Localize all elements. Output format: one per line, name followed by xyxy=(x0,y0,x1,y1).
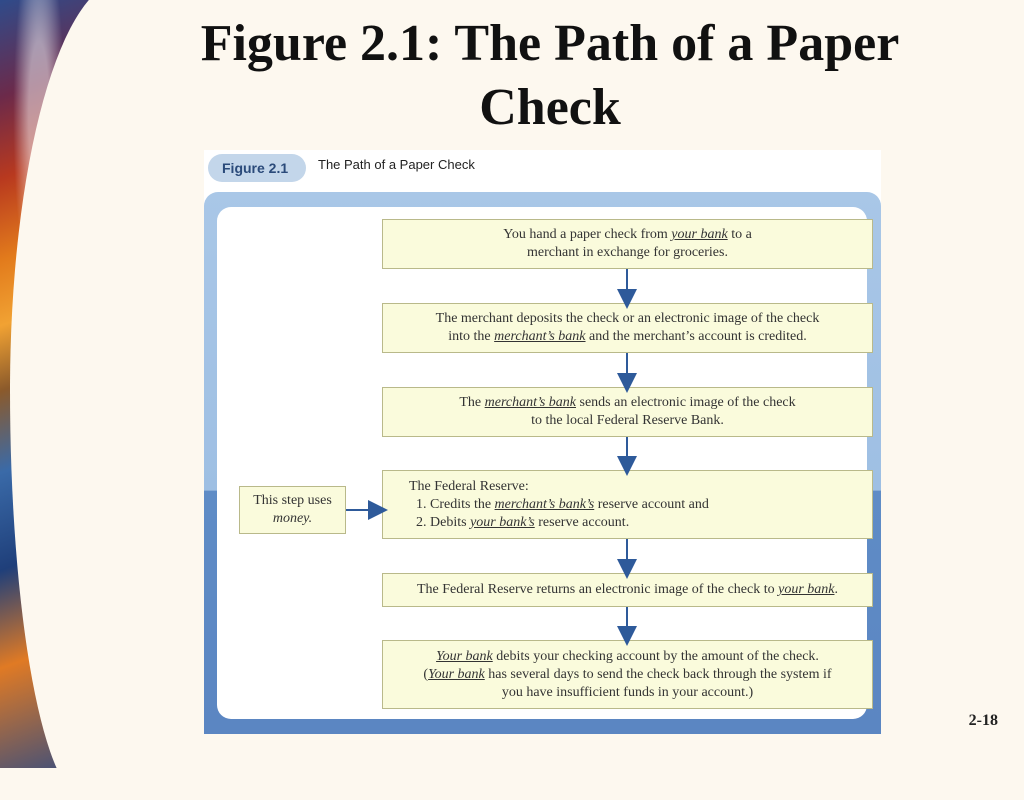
step-3-text: The merchant’s bank sends an electronic … xyxy=(391,394,864,430)
step-text-fragment: . xyxy=(834,582,839,597)
step-text-fragment: The merchant deposits the check or an el… xyxy=(435,311,820,326)
side-note-line2: money. xyxy=(272,511,313,526)
step-text-fragment: 1. Credits the xyxy=(409,496,495,512)
slide-title: Figure 2.1: The Path of a Paper Check xyxy=(200,15,900,136)
step-text-fragment: The Federal Reserve returns an electroni… xyxy=(416,582,779,597)
emphasized-term: Your bank xyxy=(428,666,485,682)
page-number: 2-18 xyxy=(968,712,998,729)
step-2-text: The merchant deposits the check or an el… xyxy=(391,310,864,346)
step-text-fragment: sends an electronic image of the check xyxy=(576,395,796,410)
step-2-box: The merchant deposits the check or an el… xyxy=(382,303,873,353)
step-text-fragment: debits your checking account by the amou… xyxy=(492,648,819,664)
figure-tab: Figure 2.1 xyxy=(208,154,306,182)
flowchart: You hand a paper check from your bank to… xyxy=(217,207,873,719)
side-note-line1: This step uses xyxy=(253,493,332,508)
step-1-box: You hand a paper check from your bank to… xyxy=(382,219,873,269)
flow-arrows xyxy=(346,269,637,646)
figure-panel: Figure 2.1 The Path of a Paper Check You… xyxy=(204,150,881,734)
figure-caption: The Path of a Paper Check xyxy=(318,157,475,172)
emphasized-term: your bank xyxy=(778,582,835,597)
step-text-fragment: reserve account and xyxy=(594,496,709,512)
step-3-box: The merchant’s bank sends an electronic … xyxy=(382,387,873,437)
step-text-fragment: has several days to send the check back … xyxy=(484,666,832,682)
emphasized-term: your bank xyxy=(671,227,728,242)
emphasized-term: merchant’s bank xyxy=(494,329,586,344)
step-text-fragment: 2. Debits xyxy=(409,514,471,530)
step-text-fragment: ( xyxy=(423,666,429,682)
step-text-fragment: You hand a paper check from xyxy=(503,227,672,242)
step-text-fragment: into the xyxy=(448,329,495,344)
figure-body: You hand a paper check from your bank to… xyxy=(204,192,881,734)
emphasized-term: Your bank xyxy=(436,648,493,664)
step-1-text: You hand a paper check from your bank to… xyxy=(391,226,864,262)
step-text-fragment: reserve account. xyxy=(534,514,630,530)
step-text-fragment: and the merchant’s account is credited. xyxy=(585,329,807,344)
step-4-box: The Federal Reserve: 1. Credits the merc… xyxy=(382,470,873,539)
step-text-fragment: to a xyxy=(727,227,752,242)
step-text-fragment: The Federal Reserve: xyxy=(409,478,529,494)
emphasized-term: merchant’s bank’s xyxy=(494,496,595,512)
step-text-fragment: you have insufficient funds in your acco… xyxy=(501,684,754,700)
step-text-fragment: to the local Federal Reserve Bank. xyxy=(531,413,724,428)
step-5-text: The Federal Reserve returns an electroni… xyxy=(391,581,864,599)
step-6-text: Your bank debits your checking account b… xyxy=(391,648,864,702)
step-4-text: The Federal Reserve: 1. Credits the merc… xyxy=(391,478,864,532)
decorative-art xyxy=(0,0,200,800)
side-note-box: This step uses money. xyxy=(239,486,346,534)
step-text-fragment: The xyxy=(459,395,485,410)
emphasized-term: merchant’s bank xyxy=(484,395,577,410)
step-text-fragment: merchant in exchange for groceries. xyxy=(527,245,728,260)
emphasized-term: your bank’s xyxy=(470,514,535,530)
